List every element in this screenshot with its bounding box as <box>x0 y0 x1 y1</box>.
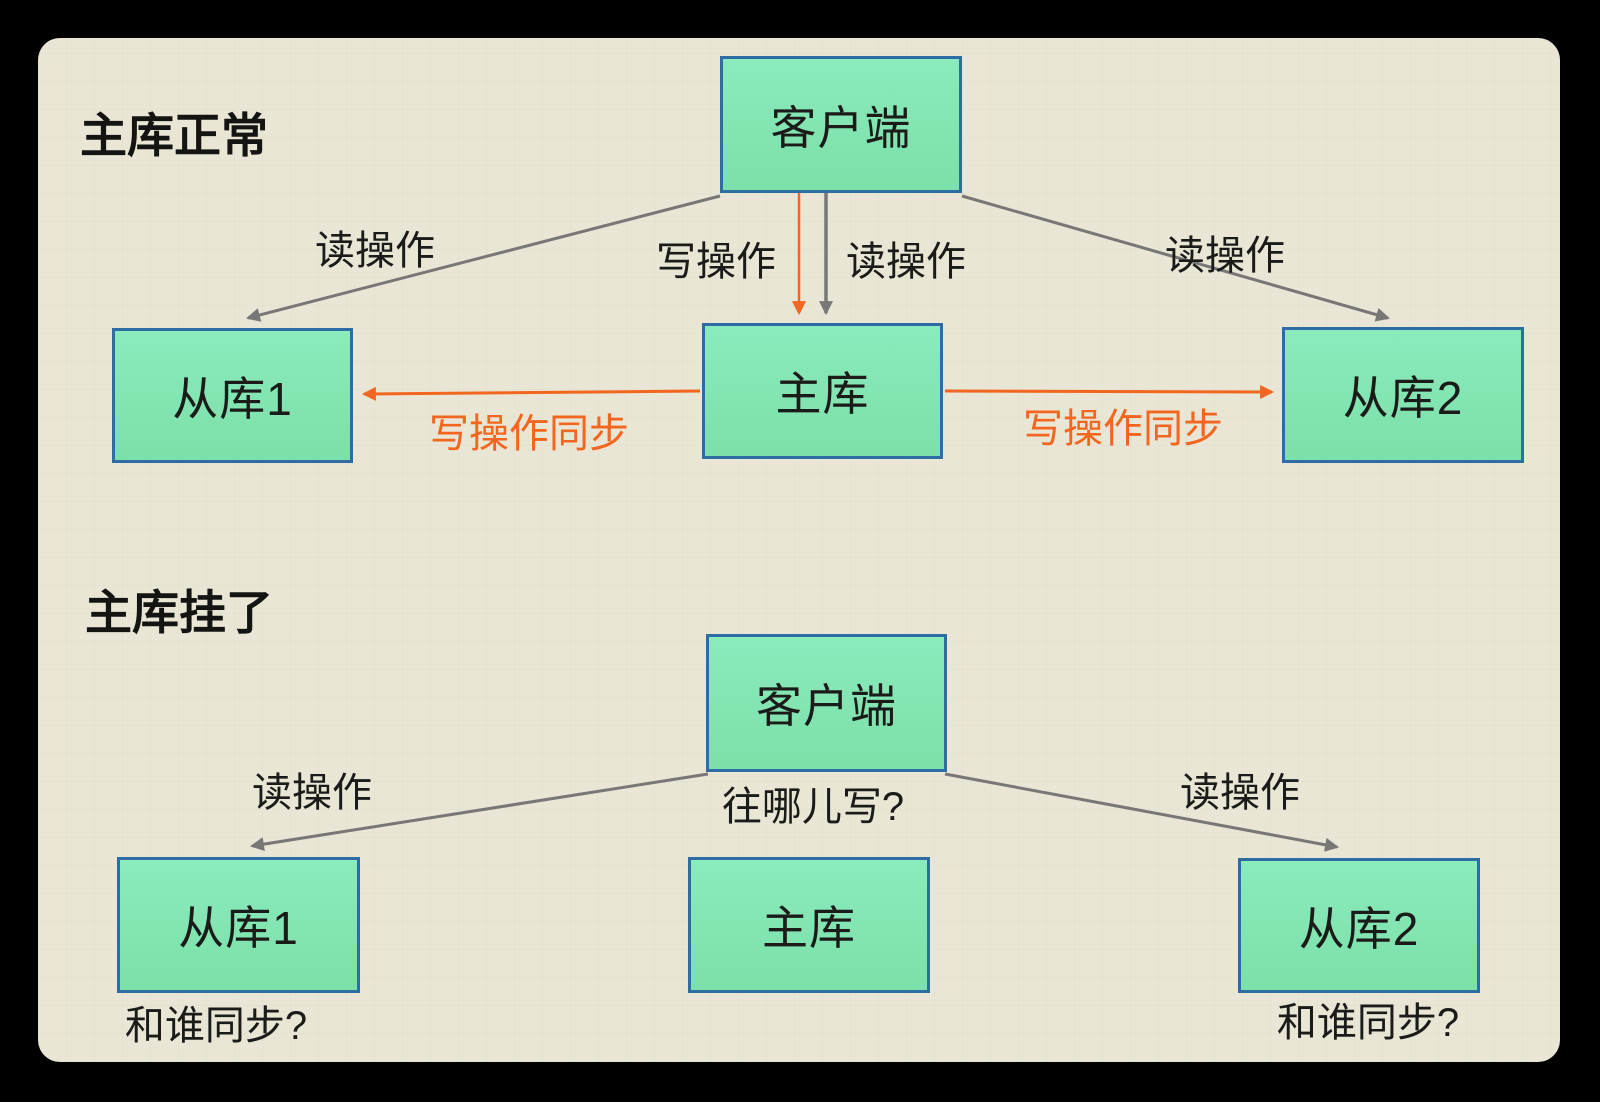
label-sync-question-left: 和谁同步? <box>124 1004 308 1048</box>
section1-title: 主库正常 <box>80 109 268 162</box>
node-master-normal: 主库 <box>702 323 943 459</box>
label-read-mid-normal: 读操作 <box>846 240 966 284</box>
label-read-right-down: 读操作 <box>1180 771 1300 815</box>
node-slave1-down: 从库1 <box>117 857 360 993</box>
label-read-left-down: 读操作 <box>252 771 372 815</box>
section2-title: 主库挂了 <box>85 586 273 639</box>
label-sync-left: 写操作同步 <box>429 412 629 456</box>
label-write-normal: 写操作 <box>656 240 776 284</box>
label-sync-right: 写操作同步 <box>1023 407 1223 451</box>
node-master-down: 主库 <box>688 857 930 993</box>
label-sync-question-right: 和谁同步? <box>1276 1001 1460 1045</box>
label-read-right-normal: 读操作 <box>1165 234 1285 278</box>
node-client-down: 客户端 <box>706 634 947 772</box>
node-slave2-down: 从库2 <box>1238 858 1480 993</box>
label-read-left-normal: 读操作 <box>315 229 435 273</box>
node-slave1-normal: 从库1 <box>112 328 353 463</box>
node-client-normal: 客户端 <box>720 56 962 193</box>
node-slave2-normal: 从库2 <box>1282 327 1524 463</box>
label-write-question: 往哪儿写? <box>721 785 905 829</box>
